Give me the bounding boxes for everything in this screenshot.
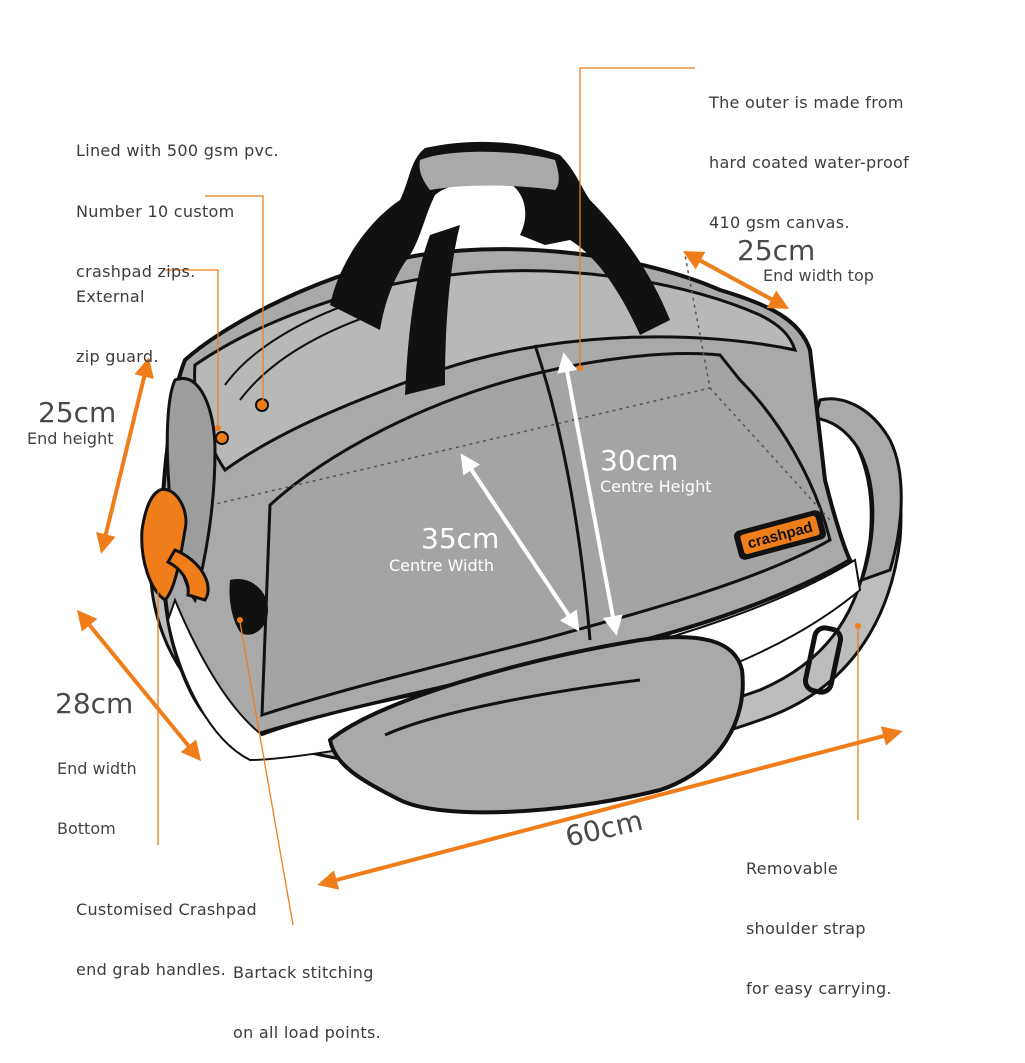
leader-dots [155, 365, 861, 629]
end-height-label: End height [27, 429, 114, 448]
end-width-bottom-arrow [76, 609, 202, 762]
leader-lines [157, 67, 859, 926]
length-arrow [317, 726, 903, 890]
end-height-arrow [96, 357, 154, 554]
annotation-zips: Number 10 custom crashpad zips. [76, 202, 235, 281]
end-width-top-label: End width top [763, 266, 874, 285]
centre-height-value: 30cm [600, 444, 679, 477]
carry-handles [330, 141, 670, 395]
bag-diagram: crashpad [76, 67, 903, 926]
end-width-bottom-value: 28cm [55, 687, 134, 720]
centre-width-value: 35cm [421, 522, 500, 555]
centre-width-label: Centre Width [389, 556, 495, 575]
annotation-grab-handles: Customised Crashpad end grab handles. [76, 900, 258, 979]
annotation-lining: Lined with 500 gsm pvc. [76, 141, 279, 160]
end-width-bottom-label: End width Bottom [57, 759, 137, 838]
end-height-value: 25cm [38, 396, 117, 429]
annotation-outer: The outer is made from hard coated water… [709, 93, 910, 232]
annotation-strap: Removable shoulder strap for easy carryi… [746, 859, 892, 998]
annotation-bartack: Bartack stitching on all load points. [233, 963, 382, 1042]
end-width-top-value: 25cm [737, 234, 816, 267]
centre-height-arrow [557, 352, 623, 636]
annotation-zip-guard: External zip guard. [76, 287, 159, 366]
centre-width-arrow [460, 453, 580, 632]
end-width-top-arrow [682, 251, 790, 309]
centre-height-label: Centre Height [600, 477, 712, 496]
